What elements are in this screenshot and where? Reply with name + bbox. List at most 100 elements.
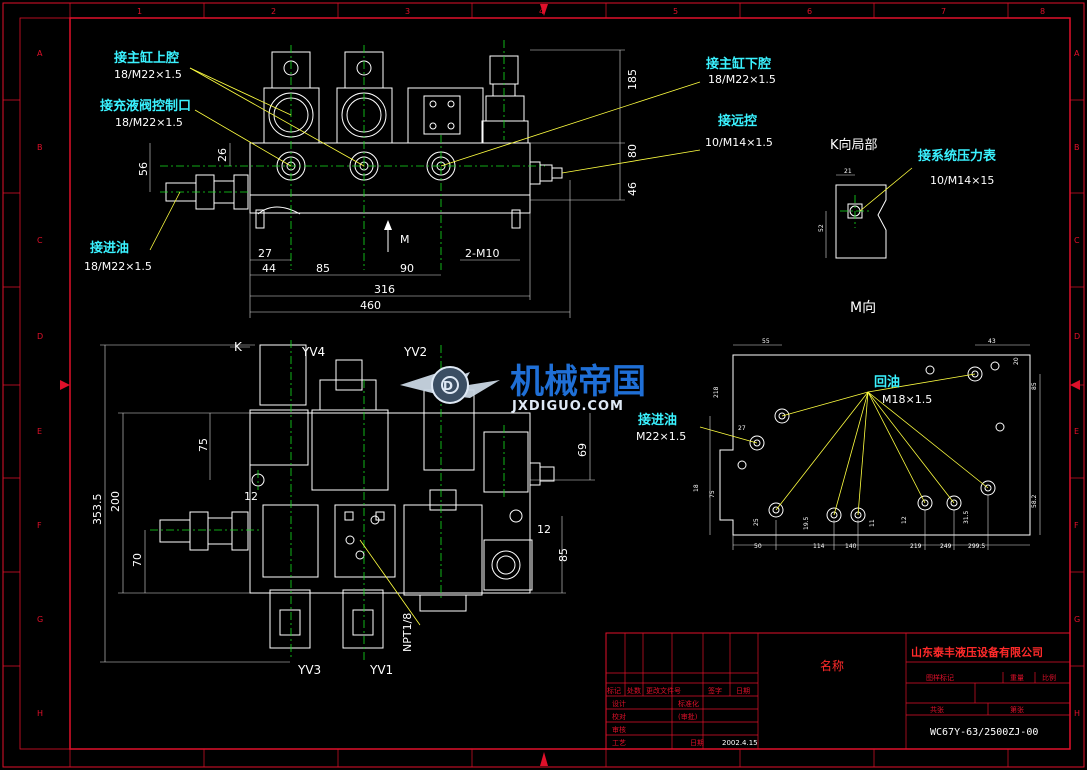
m-dim-27: 27	[738, 425, 746, 432]
spec-system-gauge: 10/M14×15	[930, 174, 994, 187]
name-label: 名称	[820, 658, 844, 673]
tb-scale: 比例	[1042, 673, 1056, 682]
company-name: 山东泰丰液压设备有限公司	[911, 645, 1043, 659]
k-view	[825, 167, 913, 259]
zone-row-c: C	[37, 236, 43, 245]
title-block: 山东泰丰液压设备有限公司 名称 WC67Y-63/2500ZJ-00 2002.…	[605, 632, 1071, 750]
zone-row-g: G	[37, 615, 43, 624]
dim-26: 26	[216, 148, 229, 162]
zone-col-1: 1	[137, 7, 142, 16]
valve-yv3: YV3	[297, 663, 321, 677]
spec-main-cylinder-lower: 18/M22×1.5	[708, 73, 776, 86]
zone-row-a-right: A	[1074, 49, 1080, 58]
valve-yv4: YV4	[301, 345, 325, 359]
thread-npt: NPT1/8	[401, 613, 414, 652]
m-dim-19-5: 19.5	[803, 516, 810, 530]
view-arrow-m: M	[400, 233, 410, 246]
tb-row-review: 审核	[612, 725, 626, 734]
front-view	[149, 40, 701, 318]
spec-fill-valve-control: 18/M22×1.5	[115, 116, 183, 129]
tb-header-change: 更改文件号	[646, 686, 681, 695]
m-dim-20: 20	[1013, 357, 1020, 365]
dim-200: 200	[109, 491, 122, 512]
tb-header-mark: 标记	[607, 686, 621, 695]
m-dim-75: 75	[709, 490, 716, 498]
m-dim-85: 85	[1031, 382, 1038, 390]
m-dim-43: 43	[988, 338, 996, 345]
dim-353-5: 353.5	[91, 494, 104, 526]
label-main-cylinder-lower: 接主缸下腔	[706, 56, 771, 72]
zone-row-h: H	[37, 709, 43, 718]
zone-row-b: B	[37, 143, 43, 152]
m-view-title: M向	[850, 300, 876, 316]
tb-row-check: 校对	[612, 712, 626, 721]
m-dim-299-5: 299.5	[968, 543, 985, 550]
m-dim-50: 50	[754, 543, 762, 550]
m-dim-11: 11	[869, 519, 876, 527]
zone-row-e-right: E	[1074, 427, 1079, 436]
dim-85: 85	[316, 262, 330, 275]
tb-header-sign: 签字	[708, 686, 722, 695]
drawing-date: 2002.4.15	[722, 739, 758, 747]
zone-row-d: D	[37, 332, 43, 341]
spec-main-cylinder-upper: 18/M22×1.5	[114, 68, 182, 81]
spec-oil-inlet: 18/M22×1.5	[84, 260, 152, 273]
spec-remote-control: 10/M14×1.5	[705, 136, 773, 149]
tb-header-count: 处数	[627, 686, 641, 695]
tb-row-process: 工艺	[612, 739, 626, 747]
plan-view	[100, 340, 595, 663]
m-dim-140: 140	[845, 543, 857, 550]
m-dim-114: 114	[813, 543, 825, 550]
zone-col-6: 6	[807, 7, 812, 16]
dim-56: 56	[137, 162, 150, 176]
zone-col-2: 2	[271, 7, 276, 16]
dim-460: 460	[360, 299, 381, 312]
zone-col-5: 5	[673, 7, 678, 16]
dim-44: 44	[262, 262, 276, 275]
label-main-cylinder-upper: 接主缸上腔	[114, 50, 179, 66]
zone-row-e: E	[37, 427, 42, 436]
dim-2-m10: 2-M10	[465, 247, 499, 260]
tb-mid-standard: 标准化	[678, 699, 699, 708]
zone-col-4: 4	[539, 7, 544, 16]
label-return-oil: 回油	[874, 374, 900, 390]
dim-90: 90	[400, 262, 414, 275]
m-dim-58-2: 58.2	[1031, 494, 1038, 508]
dim-12-right: 12	[537, 523, 551, 536]
tb-mid-approve: (审批)	[678, 712, 698, 721]
dim-27: 27	[258, 247, 272, 260]
logo-brand-en: JXDIGUO.COM	[511, 399, 624, 414]
zone-row-b-right: B	[1074, 143, 1080, 152]
k-view-title: K向局部	[830, 137, 878, 153]
svg-text:D: D	[443, 379, 453, 393]
zone-row-f: F	[37, 521, 42, 530]
m-view	[699, 344, 1041, 550]
label-remote-control: 接远控	[718, 113, 757, 129]
zone-row-d-right: D	[1074, 332, 1080, 341]
jxdiguo-logo: D 机械帝国 JXDIGUO.COM	[400, 362, 646, 414]
dim-69: 69	[576, 443, 589, 457]
zone-row-h-right: H	[1074, 709, 1080, 718]
m-dim-12: 12	[901, 516, 908, 524]
zone-row-g-right: G	[1074, 615, 1080, 624]
tb-header-date: 日期	[736, 687, 750, 695]
m-dim-218: 218	[713, 386, 720, 398]
tb-total-sheets: 共张	[930, 705, 944, 714]
tb-sheet-no: 第张	[1010, 705, 1024, 714]
k-dim-21: 21	[844, 168, 852, 175]
m-dim-25: 25	[753, 518, 760, 526]
m-dim-249: 249	[940, 543, 952, 550]
dim-80: 80	[626, 144, 639, 158]
dim-70: 70	[131, 553, 144, 567]
label-system-gauge: 接系统压力表	[918, 148, 997, 164]
tb-drawing-mark: 图样标记	[926, 673, 954, 682]
label-oil-inlet: 接进油	[90, 240, 129, 256]
dim-12-left: 12	[244, 490, 258, 503]
m-dim-55: 55	[762, 338, 770, 345]
k-direction-mark: K	[234, 340, 243, 354]
zone-col-8: 8	[1040, 7, 1045, 16]
m-dim-31-5: 31.5	[963, 510, 970, 524]
dim-85-plan: 85	[557, 548, 570, 562]
